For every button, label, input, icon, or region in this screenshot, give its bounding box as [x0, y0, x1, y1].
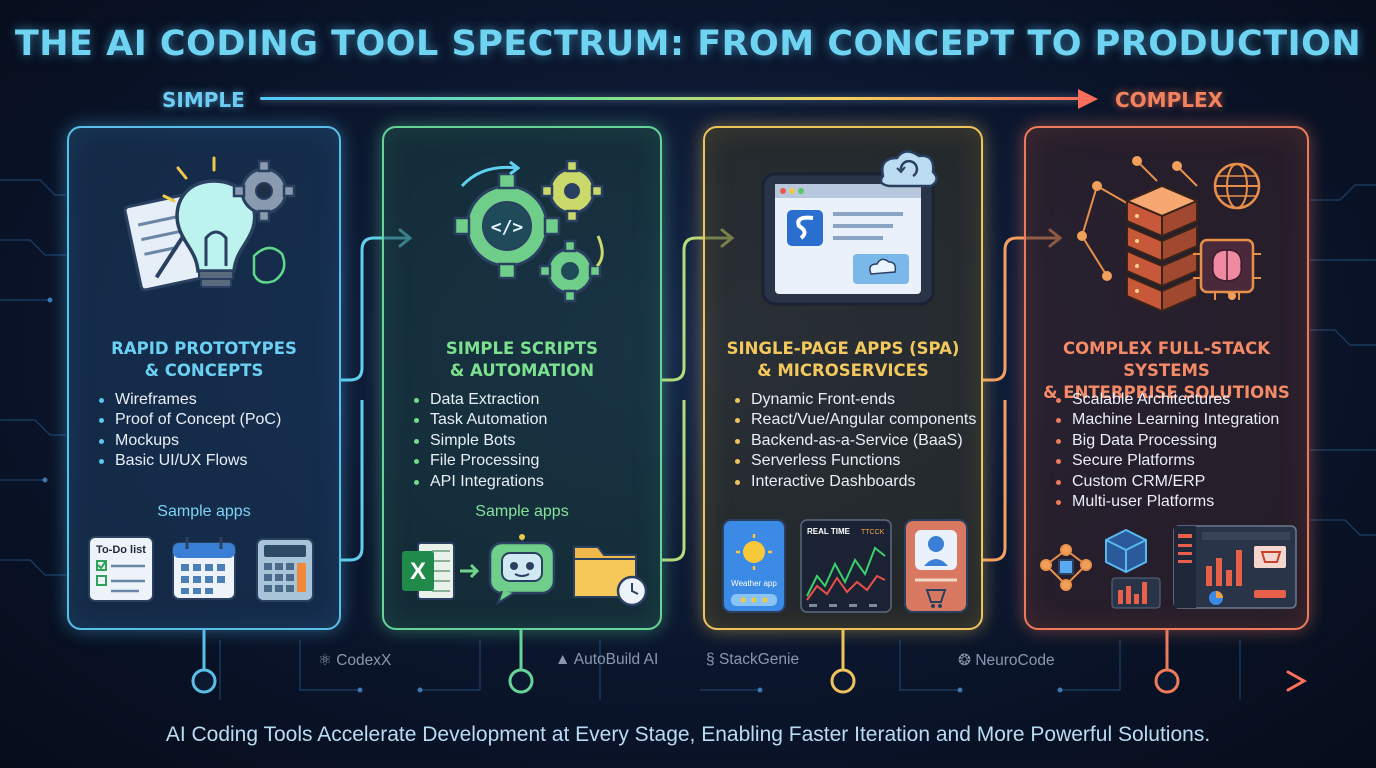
feature-item: Backend-as-a-Service (BaaS)	[735, 431, 975, 451]
triangle-logo-icon: ▲	[555, 651, 571, 668]
stage-title-line2: & AUTOMATION	[449, 361, 595, 380]
code-gears-icon: </>	[384, 146, 660, 336]
feature-item: Custom CRM/ERP	[1056, 472, 1301, 492]
brand-name: AutoBuild AI	[573, 651, 659, 668]
cube-network-icon	[1105, 528, 1161, 609]
folder-clock-icon	[573, 546, 648, 607]
brand-stackgenie: § StackGenie	[706, 651, 799, 669]
stage-title: SIMPLE SCRIPTS & AUTOMATION	[390, 338, 654, 382]
complexity-arrow-head	[1078, 89, 1098, 109]
stage-panel-scripts: </> SIMPLE SC	[382, 126, 662, 630]
weather-app-thumbnail: Weather app	[722, 519, 786, 613]
feature-list: Data Extraction Task Automation Simple B…	[414, 390, 654, 492]
feature-list: Dynamic Front-ends React/Vue/Angular com…	[735, 390, 976, 492]
feature-item: API Integrations	[414, 472, 654, 492]
stage-title-line1: COMPLEX FULL-STACK SYSTEMS	[1063, 339, 1270, 380]
sample-apps-label: Sample apps	[157, 503, 251, 520]
feature-item: Secure Platforms	[1056, 451, 1301, 471]
enterprise-dashboard-thumbnail	[1173, 525, 1297, 609]
feature-item: Machine Learning Integration	[1056, 410, 1301, 430]
brand-name: NeuroCode	[975, 652, 1055, 669]
sample-apps-row: X	[384, 533, 660, 608]
todo-list-label: To-Do list	[96, 544, 146, 556]
brand-autobuild: ▲ AutoBuild AI	[555, 651, 658, 669]
feature-item: Big Data Processing	[1056, 431, 1301, 451]
stage-title-line2: & CONCEPTS	[144, 361, 264, 380]
stage-title-line1: SIMPLE SCRIPTS	[445, 339, 599, 358]
spreadsheet-icon: X	[402, 542, 480, 600]
stage-title-line2: & ENTERPRISE SOLUTIONS	[1043, 383, 1290, 402]
stage-title: COMPLEX FULL-STACK SYSTEMS & ENTERPRISE …	[1032, 338, 1301, 404]
feature-item: File Processing	[414, 451, 654, 471]
profile-shop-app-thumbnail	[904, 519, 968, 613]
feature-item: Serverless Functions	[735, 451, 975, 471]
feature-item: Wireframes	[99, 390, 333, 410]
stage-title: RAPID PROTOTYPES & CONCEPTS	[75, 338, 333, 382]
stage-title-line1: RAPID PROTOTYPES	[111, 339, 297, 358]
feature-item: Proof of Concept (PoC)	[99, 410, 333, 430]
lightbulb-gear-icon	[69, 146, 339, 336]
ticker-label: TTCCK	[861, 529, 885, 536]
server-network-brain-icon	[1026, 146, 1307, 336]
feature-list: Scalable Architectures Machine Learning …	[1056, 390, 1301, 512]
complexity-axis-line	[260, 97, 1080, 100]
stage-title-line1: SINGLE-PAGE APPS (SPA)	[726, 339, 960, 358]
feature-item: Task Automation	[414, 410, 654, 430]
brand-codexx: ⚛ CodexX	[318, 651, 391, 670]
todo-list-icon: To-Do list	[88, 536, 154, 602]
page-title: THE AI CODING TOOL SPECTRUM: FROM CONCEP…	[14, 24, 1362, 64]
feature-item: Basic UI/UX Flows	[99, 451, 333, 471]
sample-apps-row	[1026, 520, 1307, 615]
stage-panel-prototypes: RAPID PROTOTYPES & CONCEPTS Wireframes P…	[67, 126, 341, 630]
brain-icon: ❂	[958, 652, 971, 669]
feature-item: Simple Bots	[414, 431, 654, 451]
stage-title-line2: & MICROSERVICES	[757, 361, 929, 380]
feature-list: Wireframes Proof of Concept (PoC) Mockup…	[99, 390, 333, 472]
calendar-icon	[172, 537, 236, 600]
feature-item: React/Vue/Angular components	[735, 410, 976, 430]
chatbot-icon	[488, 534, 556, 606]
axis-label-complex: COMPLEX	[1115, 88, 1224, 112]
sample-apps-row: Weather app REAL TIME TTCCK	[705, 516, 981, 616]
svg-text:</>: </>	[491, 217, 524, 238]
stage-panel-enterprise: COMPLEX FULL-STACK SYSTEMS & ENTERPRISE …	[1024, 126, 1309, 630]
feature-item: Dynamic Front-ends	[735, 390, 975, 410]
tablet-cloud-icon	[705, 146, 981, 336]
feature-item: Interactive Dashboards	[735, 472, 975, 492]
network-graph-icon	[1040, 544, 1092, 591]
realtime-stock-chart-thumbnail: REAL TIME TTCCK	[800, 519, 892, 613]
feature-item: Scalable Architectures	[1056, 390, 1301, 410]
atom-icon: ⚛	[318, 652, 332, 669]
footer-tagline: AI Coding Tools Accelerate Development a…	[165, 723, 1211, 746]
axis-label-simple: SIMPLE	[162, 88, 245, 112]
realtime-label: REAL TIME	[807, 527, 851, 536]
sample-apps-row: To-Do list	[69, 533, 339, 603]
brand-name: StackGenie	[718, 651, 800, 668]
feature-item: Multi-user Platforms	[1056, 492, 1301, 512]
feature-item: Mockups	[99, 431, 333, 451]
spreadsheet-x-glyph: X	[410, 558, 426, 585]
weather-app-label: Weather app	[731, 579, 777, 588]
swirl-logo-icon: §	[706, 651, 715, 668]
stage-panel-spa: SINGLE-PAGE APPS (SPA) & MICROSERVICES D…	[703, 126, 983, 630]
brand-neurocode: ❂ NeuroCode	[958, 651, 1055, 670]
sample-apps-label: Sample apps	[475, 503, 569, 520]
brand-name: CodexX	[336, 652, 392, 669]
calculator-icon	[256, 538, 314, 602]
stage-title: SINGLE-PAGE APPS (SPA) & MICROSERVICES	[711, 338, 975, 382]
feature-item: Data Extraction	[414, 390, 654, 410]
